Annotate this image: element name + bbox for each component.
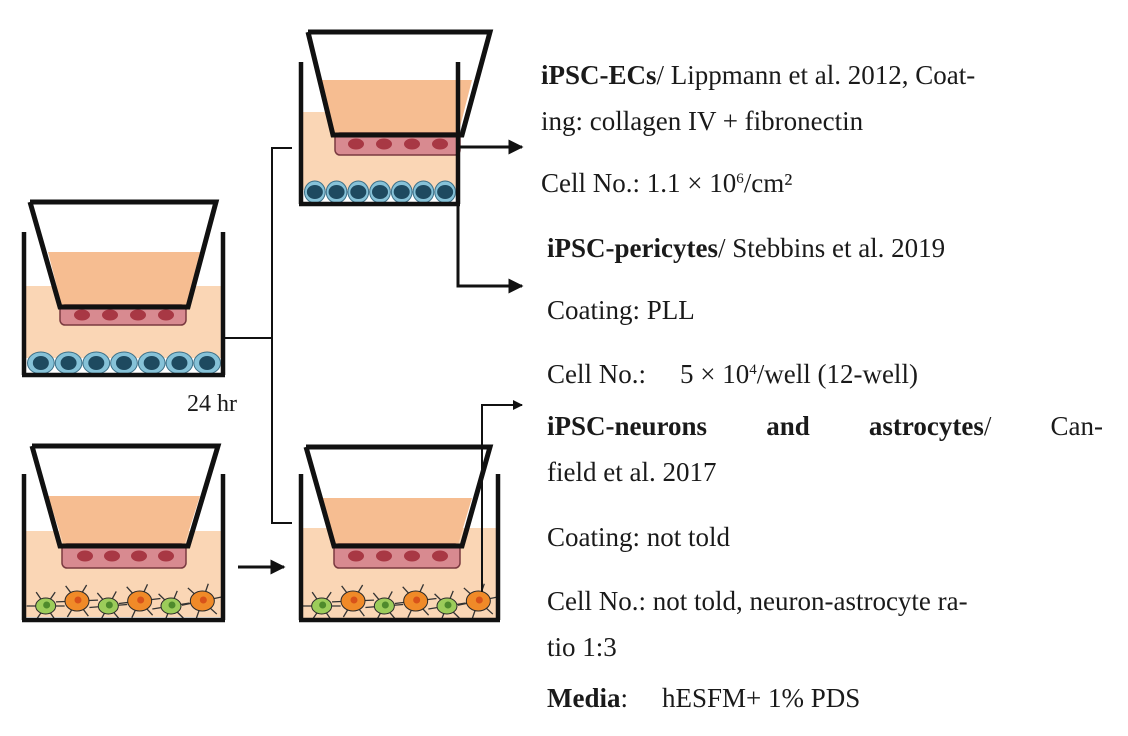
pericyte-nucleus bbox=[350, 185, 367, 199]
branch-bracket bbox=[271, 147, 292, 524]
cell-nucleus bbox=[413, 596, 421, 604]
endothelial-nuclei bbox=[348, 550, 448, 562]
neuron-cell-ratio: tio 1:3 bbox=[547, 632, 617, 662]
well-ec-pericyte-right bbox=[298, 29, 494, 207]
ec-nucleus bbox=[376, 138, 392, 150]
ec-reference: / Lippmann et al. 2012, Coat- bbox=[656, 60, 976, 90]
arrow-pericyte bbox=[456, 204, 524, 294]
insert-outline bbox=[29, 443, 222, 549]
cell-nucleus bbox=[319, 601, 327, 609]
insert-medium bbox=[322, 498, 472, 545]
neuron-title-word: astrocytes bbox=[868, 411, 984, 441]
pericyte-nucleus bbox=[32, 356, 49, 370]
cell-nucleus bbox=[475, 596, 483, 604]
ec-nucleus bbox=[102, 309, 118, 321]
ec-nucleus bbox=[158, 309, 174, 321]
pericyte-nucleus bbox=[199, 356, 216, 370]
well-ec-neuron-right bbox=[298, 444, 501, 623]
insert-outline bbox=[27, 199, 220, 310]
ec-nucleus bbox=[432, 138, 448, 150]
pericyte-nucleus bbox=[143, 356, 160, 370]
pericyte-coating: Coating: PLL bbox=[547, 295, 695, 325]
neuron-coating: Coating: not told bbox=[547, 522, 731, 552]
pericyte-nucleus bbox=[415, 185, 432, 199]
cell-nucleus bbox=[74, 596, 82, 604]
neuron-title-line: iPSC-neurons and astrocytes/ Can- bbox=[547, 411, 1103, 441]
cell-nucleus bbox=[105, 601, 113, 609]
ec-nucleus bbox=[104, 550, 120, 562]
cell-nucleus bbox=[43, 601, 51, 609]
insert-medium bbox=[48, 496, 200, 546]
pericyte-nucleus bbox=[116, 356, 132, 370]
cell-nucleus bbox=[444, 601, 452, 609]
ec-nucleus bbox=[348, 138, 364, 150]
endothelial-nuclei bbox=[348, 138, 448, 150]
ec-nucleus bbox=[131, 550, 147, 562]
endothelial-nuclei bbox=[77, 550, 174, 562]
ec-nucleus bbox=[404, 550, 420, 562]
well-ec-neuron-left bbox=[21, 443, 226, 623]
arrow-neurons bbox=[481, 400, 523, 592]
neuron-astrocyte-layer bbox=[302, 583, 499, 622]
neuron-cell-number: Cell No.: not told, neuron-astrocyte ra- bbox=[547, 586, 968, 616]
insert-medium bbox=[48, 252, 200, 307]
ec-title-line: iPSC-ECs/ Lippmann et al. 2012, Coat- bbox=[541, 58, 1097, 92]
ec-nucleus bbox=[376, 550, 392, 562]
pericyte-nucleus bbox=[306, 185, 323, 199]
ec-nucleus bbox=[404, 138, 420, 150]
cell-nucleus bbox=[199, 596, 207, 604]
media-label: Media bbox=[547, 683, 621, 713]
pericyte-nucleus bbox=[88, 356, 105, 370]
pericyte-nucleus bbox=[372, 185, 388, 199]
cell-nucleus bbox=[137, 596, 145, 604]
media-value: hESFM+ 1% PDS bbox=[662, 683, 861, 713]
ec-nucleus bbox=[130, 309, 146, 321]
pericyte-nucleus bbox=[171, 356, 188, 370]
pericyte-title-line: iPSC-pericytes/ Stebbins et al. 2019 bbox=[547, 231, 945, 265]
pericyte-nucleus bbox=[60, 356, 77, 370]
ec-reference-continued: ing: collagen IV + fibronectin bbox=[541, 106, 864, 136]
pericyte-nucleus bbox=[328, 185, 345, 199]
cell-nucleus bbox=[168, 601, 176, 609]
pericyte-nucleus bbox=[393, 185, 410, 199]
neuron-reference: Can- bbox=[1050, 411, 1103, 441]
endothelial-nuclei bbox=[74, 309, 174, 321]
well-ec-pericyte-left bbox=[21, 199, 226, 378]
pericyte-reference: / Stebbins et al. 2019 bbox=[717, 233, 946, 263]
ec-cell-number: Cell No.: 1.1 × 106/cm² bbox=[541, 168, 793, 198]
insert-outline bbox=[305, 29, 494, 138]
pericyte-cell-number: Cell No.:5 × 104/well (12-well) bbox=[547, 359, 918, 389]
ec-nucleus bbox=[348, 550, 364, 562]
cell-nucleus bbox=[381, 601, 389, 609]
pericyte-nucleus bbox=[437, 185, 454, 199]
ec-nucleus bbox=[158, 550, 174, 562]
ec-nucleus bbox=[74, 309, 90, 321]
ec-nucleus bbox=[432, 550, 448, 562]
insert-outline bbox=[303, 444, 494, 549]
neuron-title-word: iPSC-neurons bbox=[547, 411, 708, 441]
media-line: Media:hESFM+ 1% PDS bbox=[547, 683, 861, 713]
neuron-reference-continued: field et al. 2017 bbox=[547, 457, 717, 487]
neuron-title-word: and bbox=[766, 411, 810, 441]
neuron-astrocyte-layer bbox=[26, 583, 223, 622]
cell-nucleus bbox=[350, 596, 358, 604]
ec-title: iPSC-ECs bbox=[541, 60, 657, 90]
ec-nucleus bbox=[77, 550, 93, 562]
pericyte-title: iPSC-pericytes bbox=[547, 233, 718, 263]
insert-medium bbox=[318, 80, 472, 135]
time-label: 24 hr bbox=[187, 391, 237, 417]
pericyte-layer bbox=[27, 351, 221, 375]
